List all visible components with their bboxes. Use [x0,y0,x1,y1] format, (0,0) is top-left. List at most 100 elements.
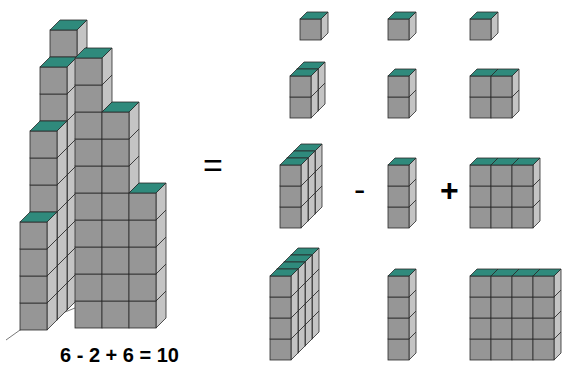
cube-front [491,318,512,339]
cube-block [290,62,325,118]
cube-front [512,165,533,186]
cube-front [75,85,102,112]
cube-front [270,297,291,318]
cube-top [294,144,322,151]
cube-front [20,249,47,276]
cube-front [491,76,512,97]
cube-front [388,339,409,360]
cube-front [470,318,491,339]
cube-front [491,165,512,186]
cube-front [75,139,102,166]
cube-top [388,12,416,19]
cube-top [388,158,416,165]
cube-top [491,69,519,76]
cube-block [129,183,166,328]
cube-top [280,158,308,165]
cube-front [512,318,533,339]
cube-top [388,269,416,276]
cube-front [280,186,301,207]
cube-front [388,207,409,228]
cube [388,158,416,186]
cube-top [290,69,318,76]
cube-block [470,69,519,118]
cube [129,183,166,220]
cube-front [491,276,512,297]
cube-block [388,269,416,360]
cube-front [129,301,156,328]
cube [300,12,328,40]
cube-front [30,131,57,158]
cube-front [280,165,301,186]
cube-front [75,301,102,328]
cube-front [102,301,129,328]
cube-front [470,186,491,207]
cube-top [40,57,77,67]
cube-top [277,262,305,269]
cube-top [50,20,87,30]
cube-block [300,12,328,40]
cube-front [470,19,491,40]
cube-block [470,269,561,360]
cube-block [388,12,416,40]
cube-front [290,97,311,118]
cube-top [287,151,315,158]
cube-front [75,193,102,220]
cube-front [75,220,102,247]
cube [388,12,416,40]
cube-front [50,30,77,57]
cube-front [533,339,554,360]
cube-top [297,62,325,69]
cube-block [470,158,540,228]
cube-front [512,207,533,228]
cube [533,269,561,297]
cube-front [75,58,102,85]
cube-front [470,339,491,360]
cube [491,69,519,97]
cube-top [533,269,561,276]
cube-top [20,212,57,222]
cube-front [533,276,554,297]
cube-top [388,69,416,76]
cube-front [280,207,301,228]
cube-front [491,207,512,228]
cube [512,158,540,186]
cube-block [270,248,319,360]
cube-front [470,207,491,228]
cube-top [30,121,67,131]
plus-sign: + [440,174,459,206]
cube-front [102,139,129,166]
cube-front [20,222,47,249]
cube-front [388,186,409,207]
cube-top [291,248,319,255]
cube-block [20,212,57,330]
cube-front [102,220,129,247]
cube [470,12,498,40]
cube-front [129,247,156,274]
cube [388,269,416,297]
cube-front [102,166,129,193]
cube-front [388,19,409,40]
cube-top [300,12,328,19]
cube-top [270,269,298,276]
cube [102,102,139,139]
cube-block [388,158,416,228]
cube-front [491,297,512,318]
cube-front [470,165,491,186]
equation: 6 - 2 + 6 = 10 [60,345,179,365]
cube-front [512,339,533,360]
cube-front [20,303,47,330]
cube-top [470,12,498,19]
cube-front [300,19,321,40]
cube [20,212,57,249]
cube-top [284,255,312,262]
cube-top [512,158,540,165]
cube-front [102,112,129,139]
cube-front [388,318,409,339]
cube-front [388,97,409,118]
cube-front [533,297,554,318]
cube-front [470,76,491,97]
cube [40,57,77,94]
cube-front [40,67,67,94]
cube-front [30,158,57,185]
cube [270,269,298,297]
